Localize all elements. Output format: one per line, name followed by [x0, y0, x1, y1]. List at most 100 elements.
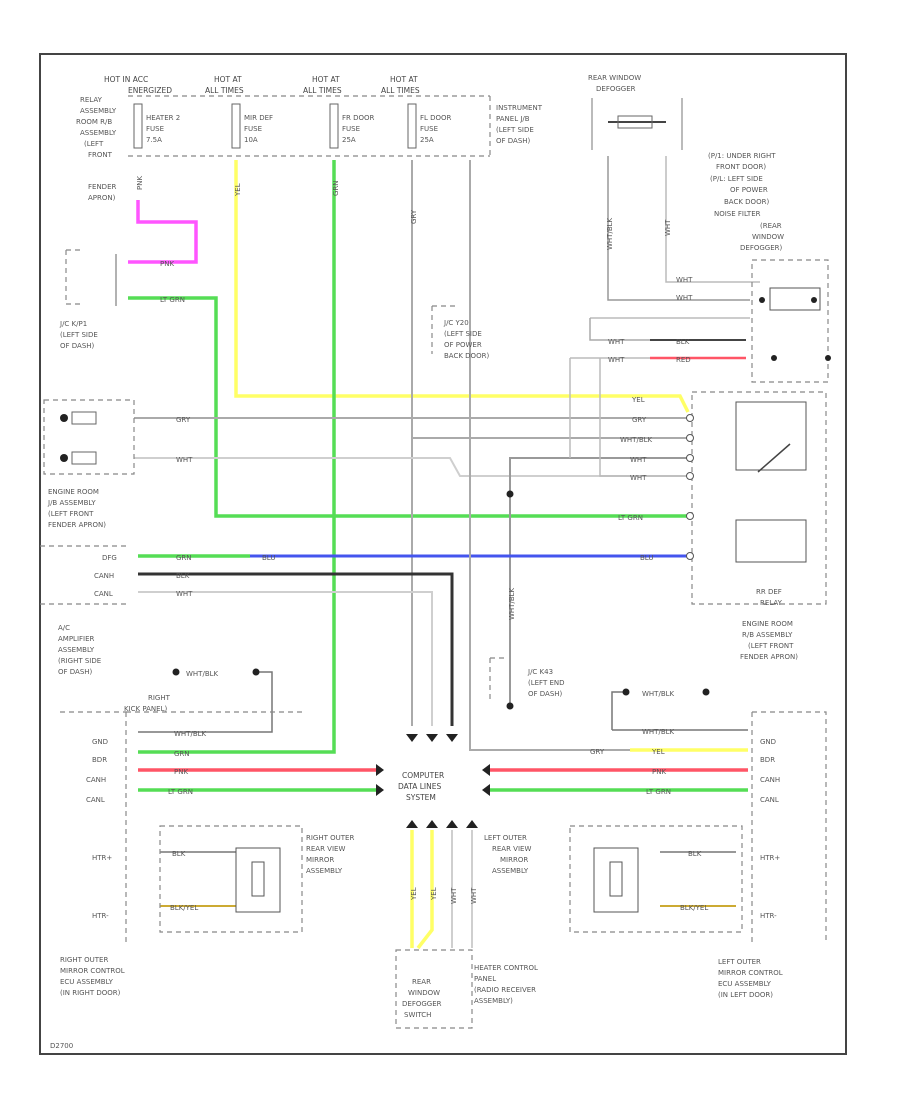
svg-text:MIRROR CONTROL: MIRROR CONTROL — [718, 969, 783, 977]
svg-text:INSTRUMENT: INSTRUMENT — [496, 104, 543, 112]
wire-label-red-defog: RED — [676, 356, 691, 364]
svg-text:(RIGHT SIDE: (RIGHT SIDE — [58, 657, 101, 665]
svg-text:OF DASH): OF DASH) — [496, 137, 531, 145]
wire-grn-fr-door — [138, 160, 336, 754]
rear-window-defogger-switch: REAR WINDOW DEFOGGER SWITCH — [395, 949, 473, 1029]
wire-pink — [128, 200, 198, 264]
right-mirror-control-ecu: GND BDR CANH CANL HTR+ HTR- RIGHT OUTER … — [60, 711, 304, 997]
svg-text:ASSEMBLY): ASSEMBLY) — [474, 997, 513, 1005]
label-all-times-1: ALL TIMES — [205, 86, 244, 95]
svg-text:FUSE: FUSE — [420, 125, 438, 133]
fuse-mir-def: MIR DEF FUSE 10A — [231, 103, 273, 149]
heater-control-panel-label: HEATER CONTROL PANEL (RADIO RECEIVER ASS… — [474, 964, 538, 1005]
svg-text:CANL: CANL — [86, 796, 105, 804]
wire-label-pnk-right: PNK — [174, 768, 188, 776]
svg-text:AMPLIFIER: AMPLIFIER — [58, 635, 95, 643]
svg-text:KICK PANEL): KICK PANEL) — [124, 705, 167, 713]
wire-label-yel-switch-2: YEL — [430, 887, 438, 901]
label-all-times-2: ALL TIMES — [303, 86, 342, 95]
svg-text:J/C K43: J/C K43 — [527, 668, 553, 676]
wire-whtblk-right-gnd — [138, 671, 273, 733]
left-mirror-control-ecu: GND BDR CANH CANL HTR+ HTR- LEFT OUTER M… — [718, 711, 827, 999]
wire-label-wht-1: WHT — [676, 276, 693, 284]
right-outer-mirror: RIGHT OUTER REAR VIEW MIRROR ASSEMBLY — [159, 825, 354, 933]
svg-text:FUSE: FUSE — [146, 125, 164, 133]
svg-text:MIRROR: MIRROR — [500, 856, 528, 864]
svg-text:OF POWER: OF POWER — [730, 186, 768, 194]
wire-label-grn-right: GRN — [174, 750, 190, 758]
svg-text:J/C K/P1: J/C K/P1 — [59, 320, 87, 328]
page-id: D2700 — [50, 1042, 73, 1050]
wire-label-whtblk-defogger: WHT/BLK — [606, 217, 614, 250]
svg-text:(LEFT FRONT: (LEFT FRONT — [748, 642, 794, 650]
svg-text:RELAY: RELAY — [760, 599, 783, 607]
svg-text:(IN RIGHT DOOR): (IN RIGHT DOOR) — [60, 989, 121, 997]
wire-blk-canh — [138, 572, 454, 726]
svg-text:APRON): APRON) — [88, 194, 116, 202]
svg-text:FENDER APRON): FENDER APRON) — [48, 521, 106, 529]
wire-label-yel-relay: YEL — [631, 396, 645, 404]
svg-text:(P/L: LEFT SIDE: (P/L: LEFT SIDE — [710, 175, 763, 183]
svg-text:HTR+: HTR+ — [92, 854, 112, 862]
svg-text:(P/1: UNDER RIGHT: (P/1: UNDER RIGHT — [708, 152, 776, 160]
svg-text:FR DOOR: FR DOOR — [342, 114, 375, 122]
jc-left-side-dash: J/C K/P1 (LEFT SIDE OF DASH) — [59, 249, 117, 350]
wire-label-gry-relay: GRY — [632, 416, 647, 424]
svg-text:DEFOGGER: DEFOGGER — [402, 1000, 442, 1008]
wire-label-wht-2: WHT — [676, 294, 693, 302]
svg-text:HTR+: HTR+ — [760, 854, 780, 862]
svg-text:25A: 25A — [342, 136, 356, 144]
svg-text:CANH: CANH — [86, 776, 106, 784]
svg-text:OF DASH): OF DASH) — [58, 668, 93, 676]
wire-label-wht-canl: WHT — [176, 590, 193, 598]
svg-text:FENDER APRON): FENDER APRON) — [740, 653, 798, 661]
wire-wht-defogger — [665, 156, 760, 283]
svg-text:ASSEMBLY: ASSEMBLY — [58, 646, 95, 654]
svg-text:(REAR: (REAR — [760, 222, 782, 230]
jc-k43: J/C K43 (LEFT END OF DASH) — [489, 657, 565, 702]
svg-text:NOISE FILTER: NOISE FILTER — [714, 210, 761, 218]
wire-label-wht-defogger: WHT — [664, 219, 672, 236]
svg-text:RIGHT OUTER: RIGHT OUTER — [306, 834, 354, 842]
wire-label-whtblk-kick: WHT/BLK — [186, 670, 219, 678]
engine-room-rb-label: ENGINE ROOM R/B ASSEMBLY (LEFT FRONT FEN… — [740, 620, 798, 661]
label-hot-at-3: HOT AT — [390, 75, 418, 84]
wire-label-whtblk-k43: WHT/BLK — [508, 587, 516, 620]
svg-text:BDR: BDR — [92, 756, 107, 764]
svg-text:GND: GND — [92, 738, 108, 746]
svg-text:(LEFT FRONT: (LEFT FRONT — [48, 510, 94, 518]
label-hot-in-acc: HOT IN ACC — [104, 75, 148, 84]
label-hot-at-1: HOT AT — [214, 75, 242, 84]
wire-label-blk-canh: BLK — [176, 572, 190, 580]
svg-text:25A: 25A — [420, 136, 434, 144]
computer-data-lines: COMPUTER DATA LINES SYSTEM — [376, 734, 490, 828]
wire-label-whtblk-right-gnd: WHT/BLK — [174, 730, 207, 738]
svg-text:ASSEMBLY: ASSEMBLY — [492, 867, 529, 875]
svg-text:HEATER CONTROL: HEATER CONTROL — [474, 964, 538, 972]
svg-text:MIRROR: MIRROR — [306, 856, 334, 864]
svg-text:RIGHT: RIGHT — [148, 694, 171, 702]
svg-text:A/C: A/C — [58, 624, 70, 632]
svg-text:ASSEMBLY: ASSEMBLY — [80, 129, 117, 137]
noise-filter — [751, 259, 831, 383]
svg-text:REAR VIEW: REAR VIEW — [306, 845, 345, 853]
svg-text:OF DASH): OF DASH) — [60, 342, 95, 350]
fuse-heater2: HEATER 2 FUSE 7.5A — [133, 103, 180, 149]
wire-label-wht-jb: WHT — [176, 456, 193, 464]
fuse-fr-door: FR DOOR FUSE 25A — [329, 103, 375, 149]
svg-text:MIRROR CONTROL: MIRROR CONTROL — [60, 967, 125, 975]
wire-label-wht-switch-2: WHT — [470, 887, 478, 904]
wire-label-pnk-vertical: PNK — [136, 176, 144, 190]
engine-room-jb: ENGINE ROOM J/B ASSEMBLY (LEFT FRONT FEN… — [43, 399, 135, 529]
svg-text:CANH: CANH — [760, 776, 780, 784]
svg-text:REAR WINDOW: REAR WINDOW — [588, 74, 641, 82]
svg-text:PANEL J/B: PANEL J/B — [496, 115, 530, 123]
svg-text:ENGINE ROOM: ENGINE ROOM — [742, 620, 793, 628]
svg-text:DFG: DFG — [102, 554, 117, 562]
svg-text:7.5A: 7.5A — [146, 136, 162, 144]
svg-text:ASSEMBLY: ASSEMBLY — [306, 867, 343, 875]
label-all-times-3: ALL TIMES — [381, 86, 420, 95]
ac-amplifier: DFG CANH CANL A/C AMPLIFIER ASSEMBLY (RI… — [40, 545, 128, 676]
svg-text:FRONT: FRONT — [88, 151, 113, 159]
